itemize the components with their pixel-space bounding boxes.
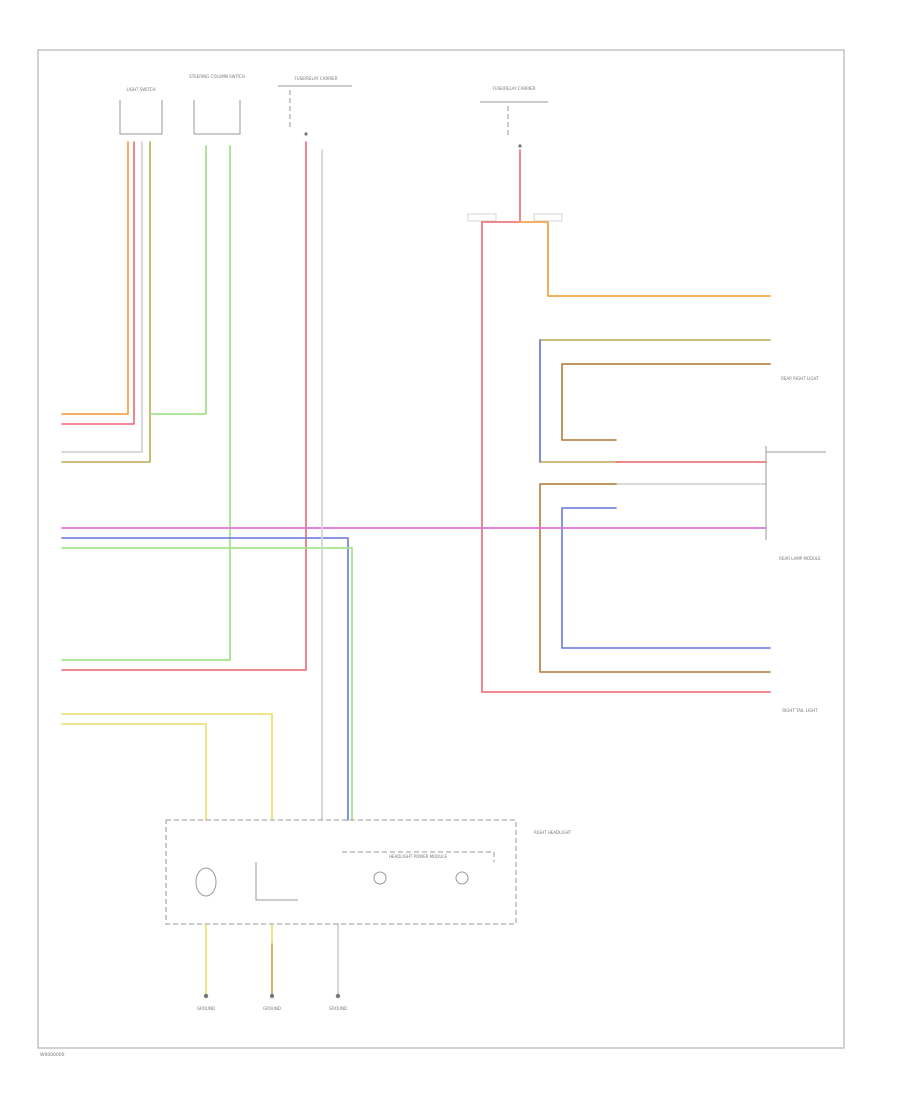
- rear-right-light-label: REAR RIGHT LIGHT: [781, 376, 819, 381]
- splice-left: [467, 213, 497, 222]
- ground-1: GROUND: [197, 993, 215, 1011]
- diagram-frame: [37, 49, 845, 1049]
- ground-2-label: GROUND: [263, 1006, 281, 1011]
- wire-olive-1: [61, 141, 151, 463]
- right-tail-light: RIGHT TAIL LIGHT: [782, 708, 818, 713]
- light-switch: LIGHT SWITCH: [119, 87, 163, 135]
- ground-1-label: GROUND: [197, 1006, 215, 1011]
- wire-green-3: [61, 547, 353, 821]
- splice-right: [533, 213, 563, 222]
- ground-2: GROUND: [263, 993, 281, 1011]
- fuse-relay-carrier-left-label: FUSE/RELAY CARRIER: [295, 76, 338, 81]
- wire-red-1: [61, 141, 135, 425]
- right-headlight: RIGHT HEADLIGHT HEADLIGHT POWER MODULE: [165, 819, 572, 925]
- fuse-relay-carrier-left: FUSE/RELAY CARRIER: [278, 76, 352, 136]
- steering-column-switch-label: STEERING COLUMN SWITCH: [189, 74, 245, 79]
- rear-right-light-connector: REAR RIGHT LIGHT: [765, 376, 826, 540]
- wire-olive-2: [539, 339, 771, 463]
- wire-green-1: [149, 145, 207, 415]
- right-tail-light-label: RIGHT TAIL LIGHT: [782, 708, 818, 713]
- wire-blue-3: [61, 537, 349, 821]
- rear-lamp-module: REAR LAMP MODULE: [779, 556, 821, 561]
- wire-brown-1: [561, 363, 771, 441]
- wire-yellow-2: [61, 723, 207, 821]
- wire-yellow-1: [61, 713, 273, 821]
- ground-3: GROUND: [329, 993, 347, 1011]
- rear-lamp-module-label: REAR LAMP MODULE: [779, 556, 821, 561]
- steering-column-switch: STEERING COLUMN SWITCH: [189, 74, 245, 135]
- light-switch-label: LIGHT SWITCH: [127, 87, 156, 92]
- fuse-relay-carrier-right-label: FUSE/RELAY CARRIER: [493, 86, 536, 91]
- wire-brown-2: [539, 483, 771, 673]
- wire-red-2: [61, 141, 307, 671]
- wire-white-1: [61, 141, 143, 453]
- headlight-module-label: HEADLIGHT POWER MODULE: [389, 854, 448, 859]
- wire-orange-1: [61, 141, 129, 415]
- wire-red-3: [481, 149, 771, 693]
- footer-code: W0000000: [40, 1052, 65, 1058]
- wire-green-2: [61, 145, 231, 661]
- ground-3-label: GROUND: [329, 1006, 347, 1011]
- wire-blue-2: [561, 507, 771, 649]
- right-headlight-label: RIGHT HEADLIGHT: [534, 830, 572, 835]
- fuse-relay-carrier-right: FUSE/RELAY CARRIER: [480, 86, 548, 148]
- wire-orange-2: [519, 221, 771, 297]
